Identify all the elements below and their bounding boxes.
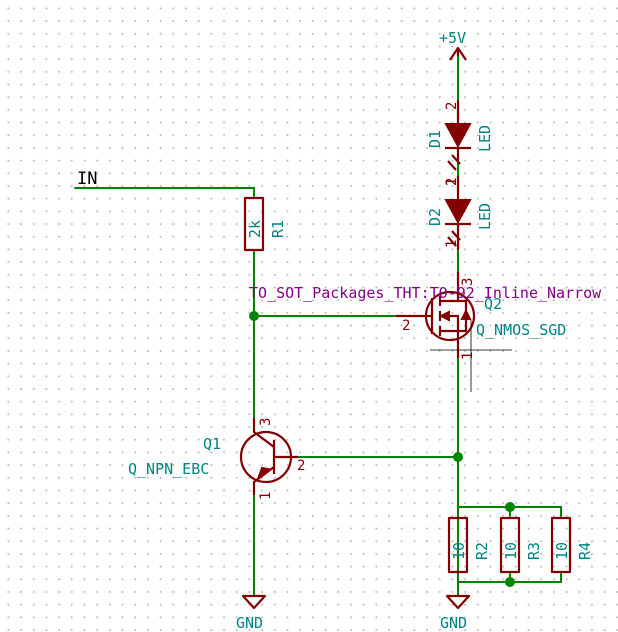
q2-footprint: TO_SOT_Packages_THT:TO-92_Inline_Narrow: [249, 284, 602, 302]
d2-ref: D2: [426, 208, 444, 226]
d2-pin-bottom: 1: [444, 240, 460, 248]
led-symbol-d2: 2 1 D2 LED: [426, 176, 494, 250]
d2-pin-top: 2: [444, 178, 460, 186]
r1-value: 2k: [246, 220, 264, 238]
r2-ref: R2: [473, 542, 491, 560]
wire-rbank-bottom: [457, 573, 562, 583]
power-label-5v: +5V: [439, 29, 466, 47]
r3-ref: R3: [525, 542, 543, 560]
r4-ref: R4: [576, 542, 594, 560]
d1-pin-bottom: 1: [444, 178, 460, 186]
junction-dot: [505, 577, 515, 587]
q1-value: Q_NPN_EBC: [128, 460, 209, 478]
q2-ref: Q2: [484, 295, 502, 313]
q2-pin-gate: 2: [402, 318, 410, 334]
wire-in: [74, 187, 255, 197]
resistor-symbol-r1: 2k R1: [243, 196, 287, 252]
d1-value: LED: [476, 125, 494, 152]
led-symbol-d1: 2 1 D1 LED: [426, 100, 494, 186]
ground-symbol: GND: [236, 594, 267, 632]
q2-pin-drain: 3: [460, 278, 476, 286]
d1-pin-top: 2: [444, 102, 460, 110]
resistor-symbol-r3: 10 R3: [499, 516, 543, 574]
junction-dot: [249, 311, 259, 321]
wire-rbank-top: [457, 506, 562, 517]
power-arrow-symbol: +5V: [439, 29, 467, 61]
net-label-in: IN: [77, 169, 97, 189]
resistor-symbol-r2: 10 R2: [447, 516, 491, 574]
q2-pin-source: 1: [460, 352, 476, 360]
r1-ref: R1: [269, 220, 287, 238]
q2-value: Q_NMOS_SGD: [476, 321, 566, 339]
q1-pin-base: 2: [297, 458, 305, 474]
ground-symbol: GND: [440, 594, 471, 632]
q1-pin-emitter: 1: [258, 492, 274, 500]
gnd-label-left: GND: [236, 614, 263, 632]
npn-transistor-symbol-q1: 3 2 1 Q1 Q_NPN_EBC: [128, 418, 305, 500]
r2-value: 10: [450, 542, 468, 560]
nmos-transistor-symbol-q2: 2 3 1 Q2 Q_NMOS_SGD TO_SOT_Packages_THT:…: [249, 272, 602, 392]
q1-ref: Q1: [203, 435, 221, 453]
junctions: [249, 311, 515, 587]
r3-value: 10: [502, 542, 520, 560]
r4-value: 10: [553, 542, 571, 560]
junction-dot: [505, 502, 515, 512]
resistor-symbol-r4: 10 R4: [550, 516, 594, 574]
gnd-label-right: GND: [440, 614, 467, 632]
q1-pin-collector: 3: [258, 418, 274, 426]
d1-ref: D1: [426, 130, 444, 148]
d2-value: LED: [476, 203, 494, 230]
junction-dot: [453, 452, 463, 462]
